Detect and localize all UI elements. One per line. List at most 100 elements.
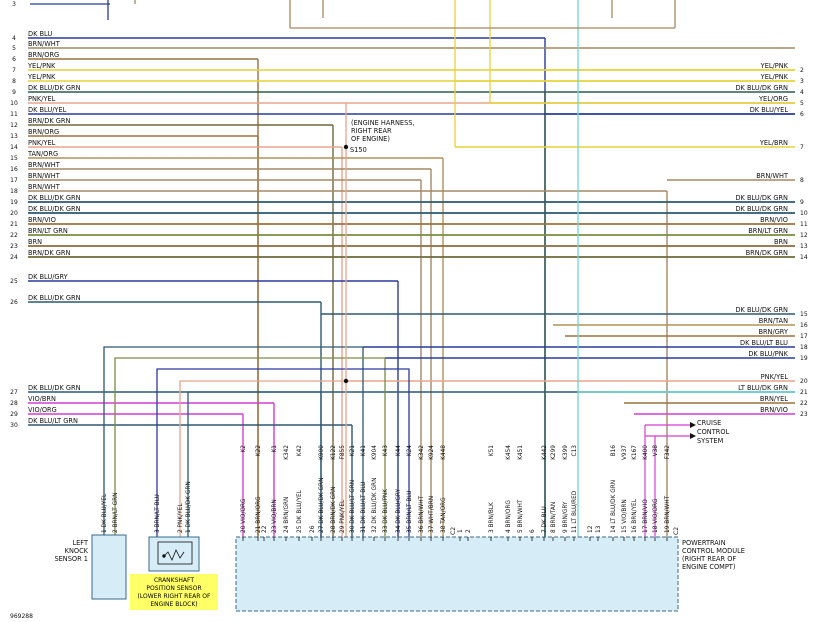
- right-wire-label-7: YEL/BRN: [759, 139, 788, 147]
- wire-knock-2: [114, 357, 386, 539]
- right-wire-num-4: 4: [800, 89, 804, 96]
- pcm-pin-38: 38 TAN/ORG: [441, 497, 447, 533]
- pcm-pin-2: 2: [466, 529, 472, 533]
- right-wire-num-8: 8: [800, 177, 804, 184]
- pcm-box: [235, 536, 679, 612]
- cruise-arrow-0: [690, 422, 696, 428]
- left-wire-label-15: TAN/ORG: [27, 150, 58, 158]
- pcm-connector-c2-right: C2: [673, 527, 680, 535]
- pcm-pin-28: 28 BRN/DK GRN: [331, 487, 337, 533]
- pcm-circuit-21: K22: [256, 445, 262, 456]
- left-wire-num-14: 14: [10, 144, 18, 151]
- left-wire-label-25: DK BLU/GRY: [28, 273, 69, 281]
- pcm-pin-19: 19 BRN/WHT: [665, 495, 671, 533]
- splice-dot-bottom: [343, 378, 349, 384]
- pcm-circuit-11: C13: [572, 445, 578, 457]
- left-wire-label-27: DK BLU/DK GRN: [28, 384, 81, 392]
- knock-sensor[interactable]: LEFT KNOCK SENSOR 1: [54, 534, 127, 600]
- pcm-circuit-8: K299: [551, 445, 557, 460]
- pcm-circuit-28: K122: [331, 445, 337, 460]
- pcm-circuit-3: K51: [489, 445, 495, 456]
- right-wire-num-5: 5: [800, 100, 804, 107]
- left-wire-num-29: 29: [10, 411, 18, 418]
- pcm-pin-35: 35 BRN/LT BLU: [407, 491, 413, 534]
- right-wire-label-18: DK BLU/LT BLU: [740, 339, 788, 347]
- right-wire-label-17: BRN/GRY: [758, 328, 789, 336]
- wire-crank-2: [179, 380, 346, 537]
- right-wire-num-15: 15: [800, 311, 808, 318]
- pcm-circuit-9: K399: [563, 445, 569, 460]
- left-wire-label-18: BRN/WHT: [28, 183, 61, 191]
- pcm-pin-21: 21 BRN/ORG: [256, 496, 262, 533]
- crank-sensor-label-2: POSITION SENSOR: [146, 585, 201, 592]
- pcm-pin-9: 9 BRN/GRY: [563, 501, 569, 533]
- pcm-circuit-23: K1: [272, 445, 278, 453]
- pcm-pin-14: 14 LT BLU/DK GRN: [611, 480, 617, 533]
- left-wire-label-7: YEL/PNK: [27, 62, 56, 70]
- crank-pin-1: 1 DK BLU/DK GRN: [186, 481, 192, 533]
- right-wire-label-15: DK BLU/DK GRN: [735, 306, 788, 314]
- cruise-label-2: CONTROL: [697, 428, 730, 436]
- right-wire-num-10: 10: [800, 210, 808, 217]
- right-wire-num-7: 7: [800, 144, 804, 151]
- left-wire-label-28: VIO/BRN: [28, 395, 56, 403]
- pcm-circuit-31: K41: [361, 445, 367, 456]
- right-wire-label-2: YEL/PNK: [760, 62, 789, 70]
- pcm-circuit-37: K924: [429, 445, 435, 460]
- pcm-pin-6: 6: [530, 529, 536, 533]
- right-wire-label-10: DK BLU/DK GRN: [735, 205, 788, 213]
- pcm-circuit-25: K42: [297, 445, 303, 456]
- knock-pin-2: 2 BRN/LT GRN: [113, 493, 119, 534]
- knock-sensor-box: [91, 534, 127, 600]
- left-wire-num-15: 15: [10, 155, 18, 162]
- left-wire-num-17: 17: [10, 177, 18, 184]
- left-wire-num-27: 27: [10, 389, 18, 396]
- left-wire-label-10: PNK/YEL: [28, 95, 56, 103]
- knock-pin-1: 1 DK BLU/YEL: [102, 493, 108, 533]
- powertrain-control-module[interactable]: POWERTRAIN CONTROL MODULE (RIGHT REAR OF…: [235, 527, 745, 612]
- right-wire-num-2: 2: [800, 67, 804, 74]
- crank-pin-2: 2 PNK/YEL: [178, 503, 184, 533]
- harness-note-3: OF ENGINE): [351, 135, 390, 143]
- left-wire-label-17: BRN/WHT: [28, 172, 61, 180]
- left-wire-num-12: 12: [10, 122, 18, 129]
- left-wire-label-8: YEL/PNK: [27, 73, 56, 81]
- pcm-name-3: (RIGHT REAR OF: [682, 555, 736, 563]
- left-wire-num-5: 5: [12, 45, 16, 52]
- crank-pin-3: 3 BRN/LT BLU: [155, 494, 161, 533]
- left-wire-num-4: 4: [12, 35, 16, 42]
- left-wire-num-25: 25: [10, 278, 18, 285]
- right-wire-label-9: DK BLU/DK GRN: [735, 194, 788, 202]
- pcm-pin-30: 30 DK BLU/LT GRN: [350, 480, 356, 533]
- pcm-name-4: ENGINE COMPT): [682, 563, 735, 571]
- right-wire-label-19: DK BLU/PNK: [748, 350, 788, 358]
- pcm-pin-20: 20 VIO/ORG: [241, 498, 247, 533]
- right-wire-label-13: BRN: [774, 238, 788, 246]
- harness-note-2: RIGHT REAR: [351, 127, 392, 135]
- wire-crank-3: [156, 368, 410, 539]
- cruise-control-system[interactable]: CRUISE CONTROL SYSTEM: [697, 419, 730, 445]
- right-wire-num-14: 14: [800, 254, 808, 261]
- pcm-connector-c2: C2: [450, 527, 457, 535]
- right-wire-label-4: DK BLU/DK GRN: [735, 84, 788, 92]
- right-wire-label-23: BRN/VIO: [760, 406, 788, 414]
- left-wire-label-12: BRN/DK GRN: [28, 117, 70, 125]
- pcm-pin-3: 3 BRN/BLK: [489, 502, 495, 533]
- pcm-pin-12: 12: [588, 525, 594, 533]
- pcm-name-2: CONTROL MODULE: [682, 547, 745, 555]
- pcm-circuit-16: K167: [632, 445, 638, 460]
- harness-note-1: (ENGINE HARNESS,: [351, 119, 415, 127]
- crankshaft-position-sensor[interactable]: CRANKSHAFT POSITION SENSOR (LOWER RIGHT …: [130, 536, 218, 610]
- pcm-pin-18: 18 VIO/ORG: [653, 498, 659, 533]
- pcm-circuit-36: K342: [419, 445, 425, 460]
- pcm-circuit-30: K21: [350, 445, 356, 456]
- pcm-pin-15: 15 VIO/BRN: [622, 499, 628, 533]
- left-wire-num-28: 28: [10, 400, 18, 407]
- pcm-pin-5: 5 BRN/WHT: [518, 499, 524, 533]
- engine-harness-note: (ENGINE HARNESS, RIGHT REAR OF ENGINE) S…: [350, 119, 415, 154]
- crank-sensor-label-4: ENGINE BLOCK): [150, 601, 197, 608]
- pcm-circuit-7: K442: [542, 445, 548, 460]
- left-wire-num-13: 13: [10, 133, 18, 140]
- cruise-label-3: SYSTEM: [697, 437, 724, 445]
- right-wire-label-12: BRN/LT GRN: [748, 227, 788, 235]
